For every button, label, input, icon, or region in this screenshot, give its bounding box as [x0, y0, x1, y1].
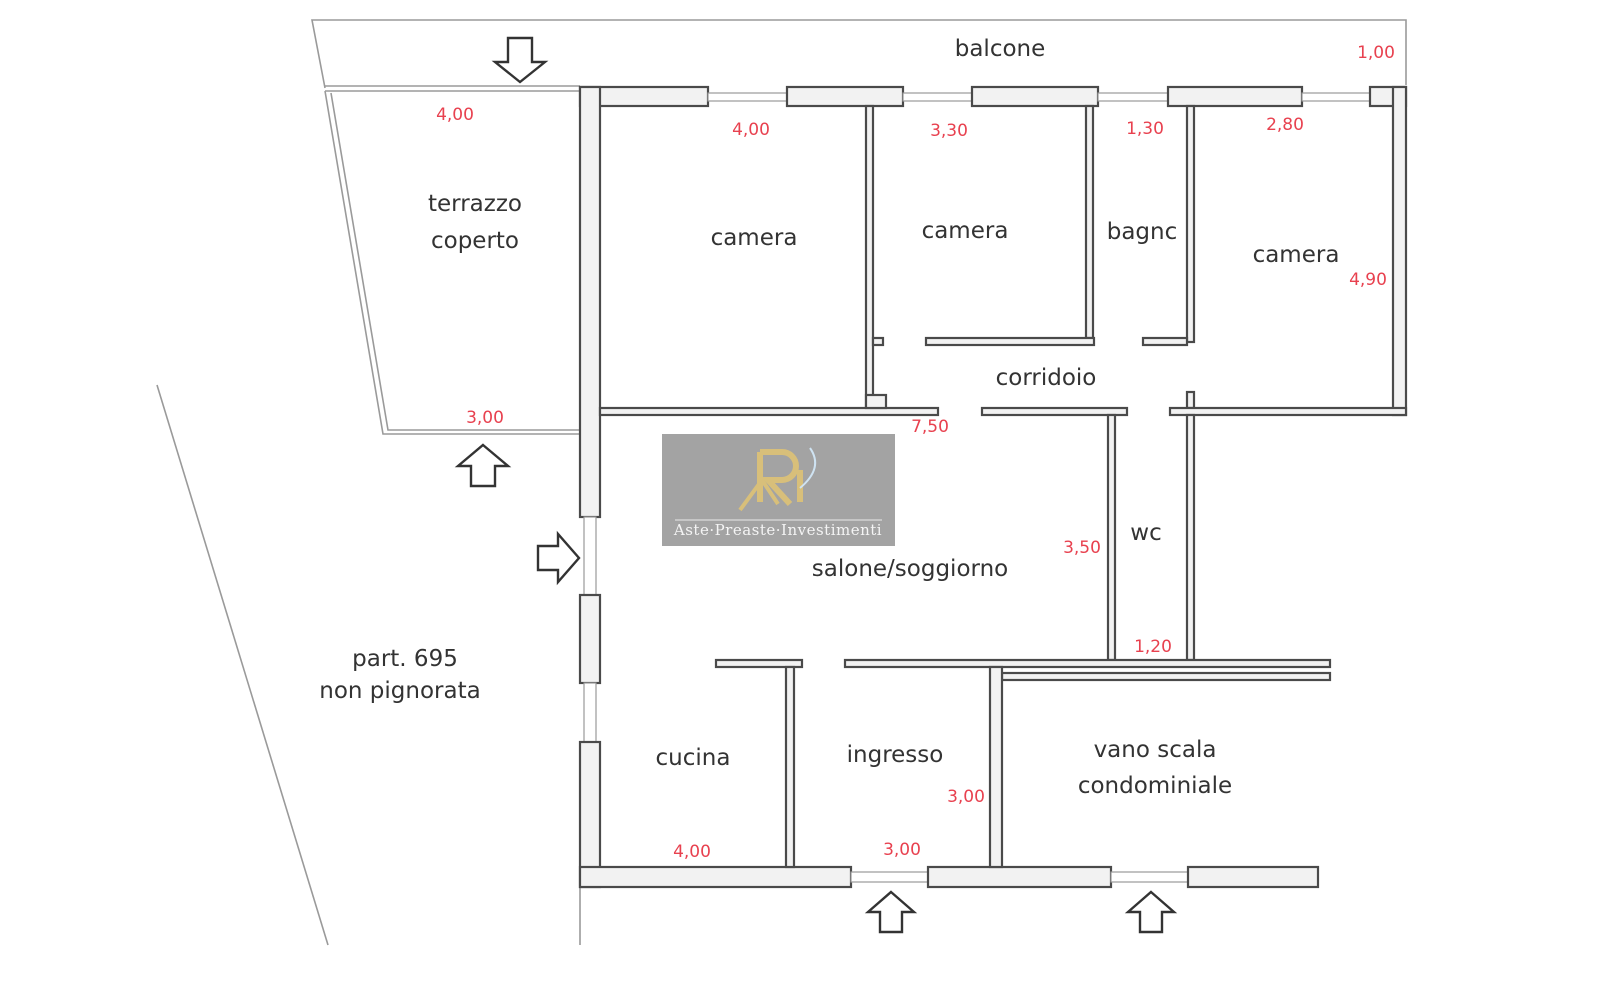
room-label-salone: salone/soggiorno — [812, 556, 1008, 582]
room-label-camera: camera — [711, 225, 798, 251]
dimension-label: 1,30 — [1126, 119, 1164, 139]
room-label-camera: camera — [922, 218, 1009, 244]
dimension-label: 3,00 — [466, 408, 504, 428]
boundary-line — [156, 384, 329, 946]
room-label-bagno: bagnc — [1107, 219, 1178, 245]
room-label-ingresso: ingresso — [847, 742, 944, 768]
dimension-label: 4,00 — [673, 842, 711, 862]
dimension-label: 2,80 — [1266, 115, 1304, 135]
room-label-balcone: balcone — [955, 36, 1046, 62]
watermark: Aste·Preaste·Investimenti — [662, 434, 895, 546]
dimension-label: 4,00 — [732, 120, 770, 140]
dimension-label: 1,20 — [1134, 637, 1172, 657]
dimension-label: 4,00 — [436, 105, 474, 125]
parcel-label: non pignorata — [319, 678, 480, 704]
dimension-label: 3,00 — [883, 840, 921, 860]
room-label-vano-scala: vano scala — [1094, 737, 1217, 763]
room-label-cucina: cucina — [656, 745, 731, 771]
arrow-right-icon — [536, 530, 581, 586]
room-label-camera: camera — [1253, 242, 1340, 268]
dimension-label: 7,50 — [911, 417, 949, 437]
dimension-label: 1,00 — [1357, 43, 1395, 63]
terrazzo-outline — [324, 90, 580, 435]
walls — [578, 85, 1408, 889]
dimension-label: 3,30 — [930, 121, 968, 141]
watermark-logo-icon — [738, 449, 803, 512]
room-label-corridoio: corridoio — [996, 365, 1097, 391]
arrow-up-icon — [1124, 890, 1178, 934]
dimension-label: 3,50 — [1063, 538, 1101, 558]
room-label-vano-scala: condominiale — [1078, 773, 1232, 799]
dimension-label: 3,00 — [947, 787, 985, 807]
watermark-text: Aste·Preaste·Investimenti — [673, 521, 882, 539]
room-label-terrazzo: coperto — [431, 228, 519, 254]
room-label-wc: wc — [1130, 520, 1161, 546]
arrow-down-icon — [491, 36, 549, 84]
arrow-up-icon — [864, 890, 918, 934]
room-label-terrazzo: terrazzo — [428, 191, 522, 217]
arrow-up-icon — [454, 443, 512, 488]
parcel-label: part. 695 — [352, 646, 458, 672]
dimension-label: 4,90 — [1349, 270, 1387, 290]
balcone-outline — [311, 19, 1407, 92]
